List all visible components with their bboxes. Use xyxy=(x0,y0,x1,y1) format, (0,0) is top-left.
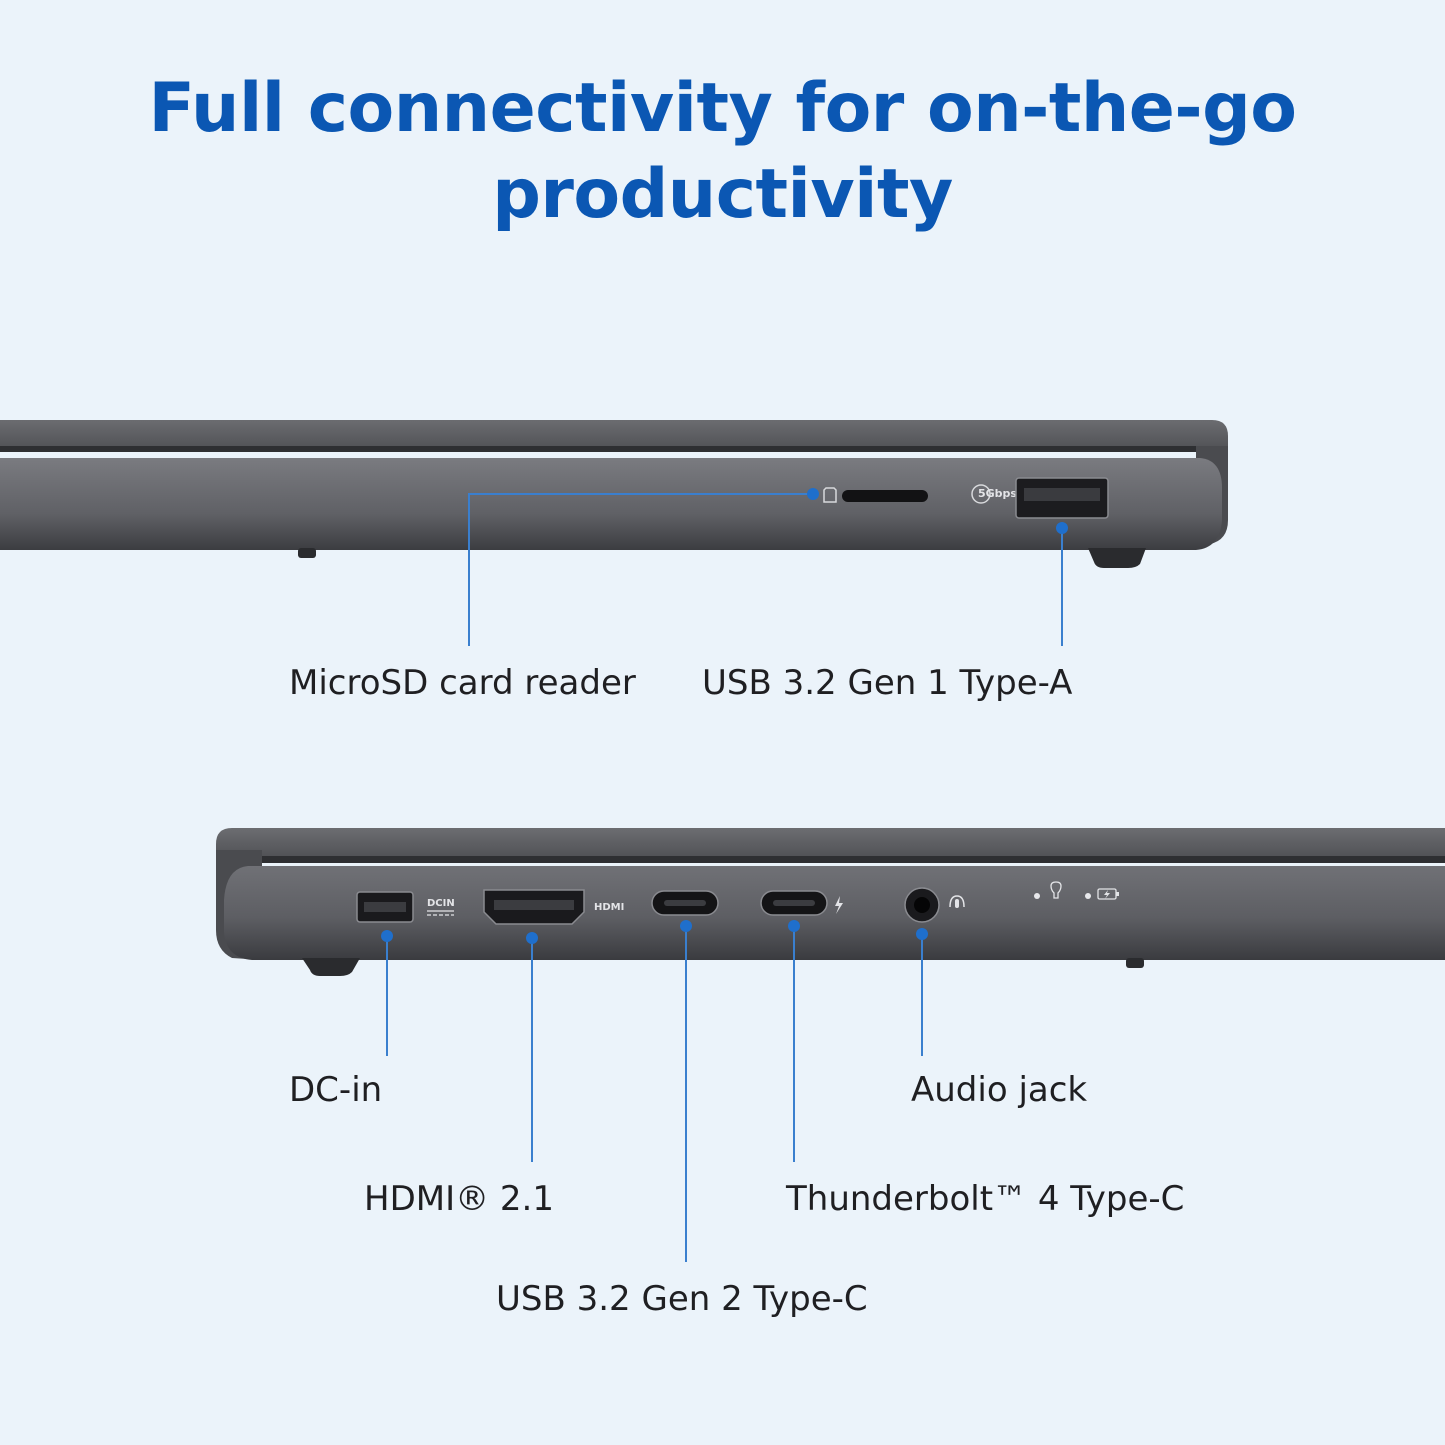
dc-marking: DCIN xyxy=(427,898,455,909)
label-dc-in: DC-in xyxy=(289,1070,383,1110)
thunderbolt-icon xyxy=(835,896,843,914)
headline-line-2: productivity xyxy=(492,155,953,234)
headline: Full connectivity for on-the-go producti… xyxy=(0,66,1445,238)
label-microsd: MicroSD card reader xyxy=(289,663,636,703)
callout-dot-audio xyxy=(916,928,928,940)
foot xyxy=(298,548,316,558)
rear-foot xyxy=(302,958,360,976)
battery-led xyxy=(1085,893,1091,899)
laptop-lid xyxy=(216,828,1445,858)
headset-icon xyxy=(949,895,965,908)
usb-speed-marking: 5Gbps xyxy=(978,487,1017,500)
label-audio-jack: Audio jack xyxy=(911,1070,1088,1110)
label-usb-a: USB 3.2 Gen 1 Type-A xyxy=(702,663,1073,703)
laptop-left-side: DCIN HDMI xyxy=(216,828,1445,1262)
callout-dot-dc-in xyxy=(381,930,393,942)
power-indicator-icon xyxy=(1050,881,1062,899)
sd-card-icon xyxy=(823,487,837,503)
label-thunderbolt: Thunderbolt™ 4 Type-C xyxy=(786,1179,1185,1219)
headline-line-1: Full connectivity for on-the-go xyxy=(148,69,1297,148)
label-hdmi: HDMI® 2.1 xyxy=(364,1179,554,1219)
laptop-right-side: 5Gbps xyxy=(0,420,1228,646)
hdmi-marking: HDMI xyxy=(594,902,624,913)
callout-dot-usb-c xyxy=(680,920,692,932)
rear-foot xyxy=(1088,548,1146,568)
callout-line-microsd xyxy=(468,493,810,646)
power-led xyxy=(1034,893,1040,899)
usb-speed-icon xyxy=(971,484,991,504)
laptop-base xyxy=(0,458,1222,550)
label-usb-c: USB 3.2 Gen 2 Type-C xyxy=(496,1279,868,1319)
callout-dot-hdmi xyxy=(526,932,538,944)
microsd-slot[interactable] xyxy=(842,490,928,502)
callout-dot-microsd xyxy=(807,488,819,500)
callout-dot-thunderbolt xyxy=(788,920,800,932)
foot xyxy=(1126,958,1144,968)
laptop-lid xyxy=(0,420,1228,448)
callout-dot-usb-a xyxy=(1056,522,1068,534)
